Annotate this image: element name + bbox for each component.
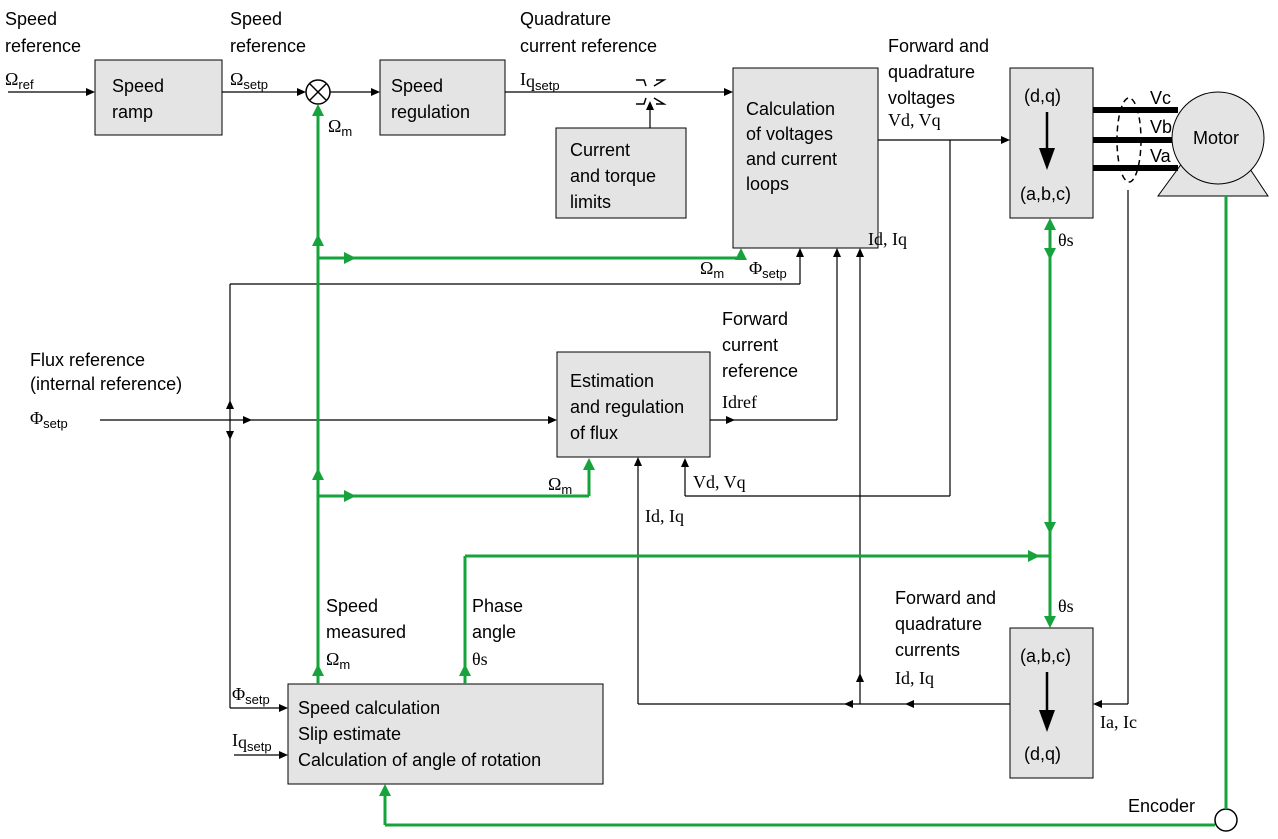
svg-text:Phase: Phase: [472, 596, 523, 616]
svg-text:Forward: Forward: [722, 309, 788, 329]
svg-text:Id, Iq: Id, Iq: [895, 668, 934, 688]
svg-text:(internal reference): (internal reference): [30, 374, 182, 394]
svg-text:Estimation: Estimation: [570, 371, 654, 391]
svg-text:Current: Current: [570, 140, 630, 160]
svg-text:and regulation: and regulation: [570, 397, 684, 417]
omega-ref-label: Ωref: [5, 69, 34, 92]
svg-text:Φsetp: Φsetp: [749, 258, 787, 281]
svg-text:Speed: Speed: [230, 9, 282, 29]
black-signal-lines: [8, 88, 1129, 759]
svg-text:Va: Va: [1150, 146, 1172, 166]
svg-text:Ia, Ic: Ia, Ic: [1100, 712, 1137, 732]
svg-text:currents: currents: [895, 640, 960, 660]
svg-text:of flux: of flux: [570, 423, 618, 443]
svg-text:loops: loops: [746, 174, 789, 194]
svg-text:Vb: Vb: [1150, 117, 1172, 137]
svg-text:Calculation: Calculation: [746, 99, 835, 119]
svg-text:Ωm: Ωm: [328, 116, 352, 139]
svg-text:Speed: Speed: [326, 596, 378, 616]
summing-junction: [305, 79, 331, 105]
svg-text:Vc: Vc: [1150, 88, 1171, 108]
svg-text:Φsetp: Φsetp: [232, 684, 270, 707]
speed-reference-label: Speed: [5, 9, 57, 29]
svg-text:Calculation of angle of rotati: Calculation of angle of rotation: [298, 750, 541, 770]
encoder: Encoder: [1128, 796, 1238, 832]
svg-text:Encoder: Encoder: [1128, 796, 1195, 816]
svg-text:reference: reference: [230, 36, 306, 56]
svg-text:measured: measured: [326, 622, 406, 642]
svg-text:and torque: and torque: [570, 166, 656, 186]
svg-text:Idref: Idref: [722, 392, 757, 412]
omega-setp-label: Ωsetp: [230, 69, 268, 92]
svg-text:quadrature: quadrature: [895, 614, 982, 634]
svg-text:Ωm: Ωm: [326, 649, 350, 672]
svg-text:Speed: Speed: [391, 76, 443, 96]
power-bus-lines: [1093, 97, 1178, 183]
svg-text:θs: θs: [472, 649, 488, 669]
svg-text:current reference: current reference: [520, 36, 657, 56]
svg-text:reference: reference: [722, 361, 798, 381]
svg-text:Speed: Speed: [112, 76, 164, 96]
svg-text:(d,q): (d,q): [1024, 744, 1061, 764]
current-torque-limits-block: Current and torque limits: [555, 127, 687, 219]
svg-text:θs: θs: [1058, 230, 1074, 250]
svg-text:Forward and: Forward and: [895, 588, 996, 608]
svg-text:current: current: [722, 335, 778, 355]
speed-regulation-block: Speed regulation: [379, 59, 506, 136]
svg-text:(a,b,c): (a,b,c): [1020, 646, 1071, 666]
iq-setp-label: Iqsetp: [520, 69, 560, 93]
svg-text:Speed calculation: Speed calculation: [298, 698, 440, 718]
svg-text:reference: reference: [5, 36, 81, 56]
svg-text:Motor: Motor: [1193, 128, 1239, 148]
svg-text:regulation: regulation: [391, 102, 470, 122]
svg-text:Vd, Vq: Vd, Vq: [693, 472, 746, 492]
svg-text:quadrature: quadrature: [888, 62, 975, 82]
motor: Motor: [1157, 91, 1269, 197]
svg-text:Id, Iq: Id, Iq: [645, 506, 684, 526]
svg-text:and current: and current: [746, 149, 837, 169]
calculation-voltages-block: Calculation of voltages and current loop…: [732, 67, 879, 249]
dq-to-abc-transform-block: (d,q) (a,b,c): [1009, 67, 1094, 219]
svg-text:voltages: voltages: [888, 88, 955, 108]
speed-calculation-block: Speed calculation Slip estimate Calculat…: [287, 683, 604, 785]
svg-text:Slip estimate: Slip estimate: [298, 724, 401, 744]
svg-text:Ωm: Ωm: [548, 474, 572, 497]
green-signal-lines: [312, 104, 1228, 827]
svg-text:Flux reference: Flux reference: [30, 350, 145, 370]
svg-text:Φsetp: Φsetp: [30, 408, 68, 431]
svg-text:ramp: ramp: [112, 102, 153, 122]
svg-text:(d,q): (d,q): [1024, 86, 1061, 106]
svg-text:angle: angle: [472, 622, 516, 642]
svg-text:θs: θs: [1058, 596, 1074, 616]
svg-text:Iqsetp: Iqsetp: [232, 730, 272, 754]
speed-ramp-block: Speed ramp: [94, 59, 223, 136]
svg-text:Ωm: Ωm: [700, 258, 724, 281]
limiter-symbol: [636, 79, 667, 105]
svg-text:of voltages: of voltages: [746, 124, 833, 144]
estimation-flux-block: Estimation and regulation of flux: [556, 351, 711, 458]
svg-text:Id, Iq: Id, Iq: [868, 229, 907, 249]
signal-labels: Speed reference Ωref Speed reference Ωse…: [5, 9, 1172, 754]
svg-text:limits: limits: [570, 192, 611, 212]
svg-text:(a,b,c): (a,b,c): [1020, 184, 1071, 204]
svg-text:Forward and: Forward and: [888, 36, 989, 56]
svg-text:Quadrature: Quadrature: [520, 9, 611, 29]
abc-to-dq-transform-block: (a,b,c) (d,q): [1009, 627, 1094, 779]
svg-text:Vd, Vq: Vd, Vq: [888, 110, 941, 130]
